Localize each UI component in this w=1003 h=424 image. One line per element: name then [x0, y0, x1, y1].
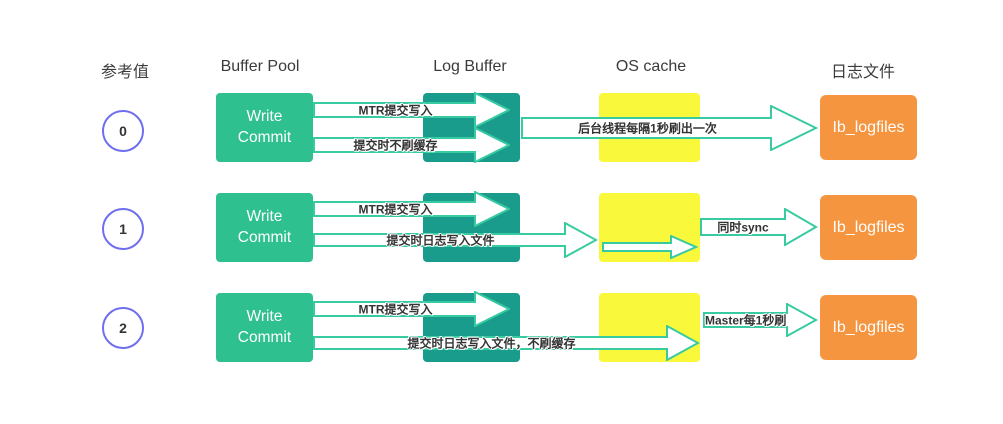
ref-value-badge-1: 1: [102, 208, 144, 250]
buffer-pool-box-1: Write Commit: [216, 193, 313, 262]
arrow-os-internal-1: [602, 235, 698, 259]
ref-value-text: 0: [119, 123, 127, 139]
ref-value-text: 2: [119, 320, 127, 336]
log-file-box-0: Ib_logfiles: [820, 95, 917, 160]
arrow-mtr-write-2: MTR提交写入: [313, 291, 510, 327]
arrow-sync-1: 同时sync: [700, 208, 818, 246]
ref-value-badge-0: 0: [102, 110, 144, 152]
arrow-shape: [313, 191, 510, 227]
buffer-pool-label: Write Commit: [237, 307, 292, 346]
buffer-pool-label: Write Commit: [237, 207, 292, 246]
arrow-mtr-write-0: MTR提交写入: [313, 92, 510, 128]
buffer-pool-label: Write Commit: [237, 107, 292, 146]
arrow-shape: [703, 303, 818, 337]
log-file-box-1: Ib_logfiles: [820, 195, 917, 260]
arrow-shape: [313, 92, 510, 128]
column-header-buffer-pool: Buffer Pool: [220, 58, 300, 75]
log-file-label: Ib_logfiles: [832, 318, 905, 336]
log-file-label: Ib_logfiles: [832, 218, 905, 236]
log-file-label: Ib_logfiles: [832, 118, 905, 136]
arrow-shape: [313, 291, 510, 327]
ref-value-text: 1: [119, 221, 127, 237]
buffer-pool-box-2: Write Commit: [216, 293, 313, 362]
arrow-shape: [313, 222, 598, 258]
arrow-master-flush-2: Master每1秒刷: [703, 303, 818, 337]
arrow-bg-thread-flush-0: 后台线程每隔1秒刷出一次: [521, 105, 818, 151]
log-file-box-2: Ib_logfiles: [820, 295, 917, 360]
column-header-log-buffer: Log Buffer: [433, 58, 507, 75]
arrow-shape: [602, 235, 698, 259]
arrow-shape: [521, 105, 818, 151]
arrow-commit-write-file-1: 提交时日志写入文件: [313, 222, 598, 258]
column-header-ref-value: 参考值: [100, 64, 149, 81]
buffer-pool-box-0: Write Commit: [216, 93, 313, 162]
ref-value-badge-2: 2: [102, 307, 144, 349]
arrow-shape: [313, 127, 510, 163]
arrow-commit-no-flush-0: 提交时不刷缓存: [313, 127, 510, 163]
arrow-shape: [700, 208, 818, 246]
arrow-commit-write-no-flush-2: 提交时日志写入文件，不刷缓存: [313, 325, 700, 361]
column-header-log-file: 日志文件: [830, 64, 895, 81]
column-header-os-cache: OS cache: [615, 58, 687, 75]
arrow-shape: [313, 325, 700, 361]
